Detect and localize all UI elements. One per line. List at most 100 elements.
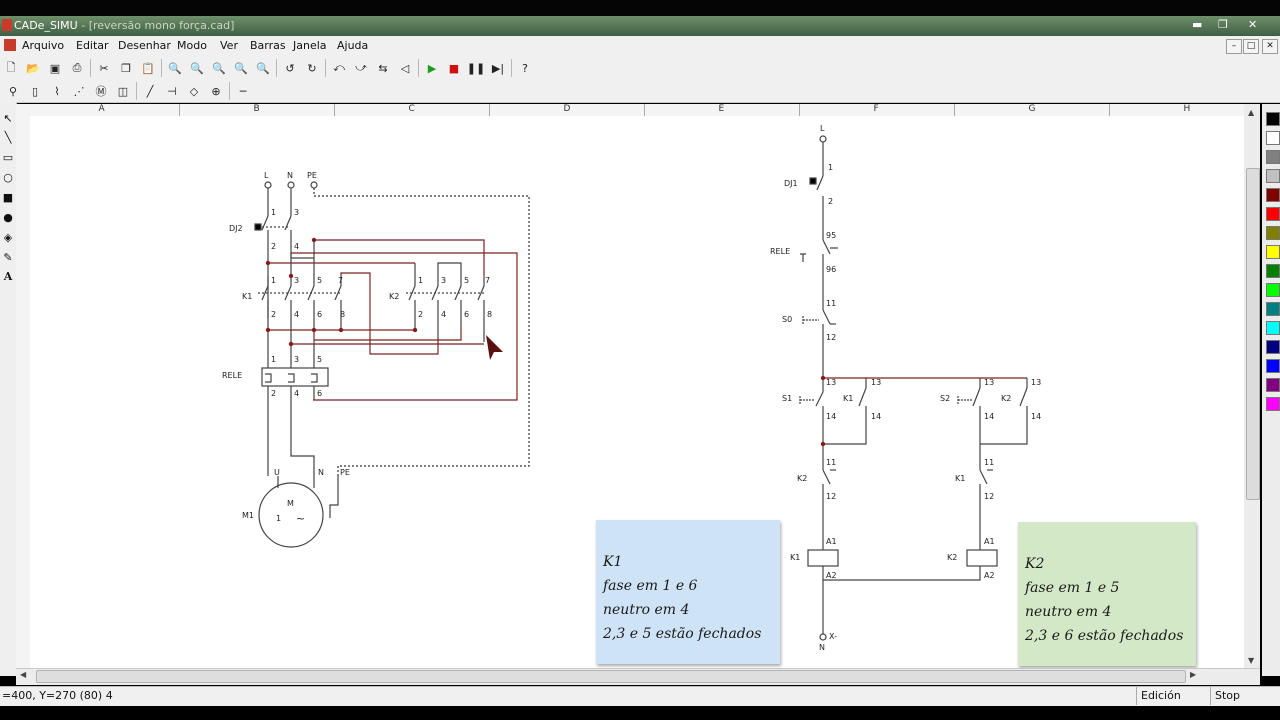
help-icon[interactable]: ? — [522, 61, 528, 75]
motor-icon[interactable]: Ⓜ — [95, 85, 107, 98]
wire-icon[interactable]: ─ — [239, 84, 247, 98]
label-rele-ctrl: RELE — [770, 247, 790, 256]
color-swatch[interactable] — [1266, 283, 1280, 297]
zoom-prev-icon[interactable]: 🔍 — [256, 61, 270, 75]
contact-icon[interactable]: ╱ — [146, 84, 154, 98]
cut-icon[interactable]: ✂ — [99, 61, 109, 75]
color-swatch[interactable] — [1266, 150, 1280, 164]
mirror-h-icon[interactable]: ⇆ — [378, 61, 388, 75]
toolbar-separator — [136, 82, 137, 100]
note-k1[interactable]: K1 fase em 1 e 6 neutro em 4 2,3 e 5 est… — [596, 520, 780, 664]
undo-icon[interactable]: ↺ — [285, 61, 295, 75]
mdi-restore-icon[interactable]: □ — [1243, 39, 1259, 54]
horizontal-scroll-thumb[interactable] — [36, 670, 1186, 683]
menu-ver[interactable]: Ver — [220, 39, 238, 52]
menu-modo[interactable]: Modo — [177, 39, 207, 52]
mdi-close-icon[interactable]: ✕ — [1262, 39, 1278, 54]
zoom-in-icon[interactable]: 🔍 — [168, 61, 182, 75]
scroll-right-icon[interactable]: ▶ — [1190, 670, 1197, 679]
terminal-icon[interactable]: ⊕ — [211, 84, 221, 98]
menu-ajuda[interactable]: Ajuda — [337, 39, 369, 52]
color-swatch[interactable] — [1266, 207, 1280, 221]
term: A1 — [984, 537, 995, 546]
term: 1 — [828, 163, 833, 172]
color-swatch[interactable] — [1266, 169, 1280, 183]
color-swatch[interactable] — [1266, 188, 1280, 202]
label-s2: S2 — [940, 394, 950, 403]
note-k2[interactable]: K2 fase em 1 e 5 neutro em 4 2,3 e 6 est… — [1018, 522, 1196, 666]
print-icon[interactable]: ⎙ — [72, 61, 82, 74]
term: 5 — [317, 355, 322, 364]
mirror-v-icon[interactable]: ◁ — [400, 61, 410, 75]
redo-icon[interactable]: ↻ — [307, 61, 317, 75]
menu-barras[interactable]: Barras — [250, 39, 286, 52]
coil-icon[interactable]: ◫ — [117, 84, 129, 98]
label-dj2: DJ2 — [229, 224, 243, 233]
color-swatch[interactable] — [1266, 226, 1280, 240]
menu-arquivo[interactable]: Arquivo — [22, 39, 65, 52]
mdi-minimize-icon[interactable]: – — [1226, 39, 1242, 54]
rotate-left-icon[interactable]: ⤺ — [333, 61, 345, 74]
menu-desenhar[interactable]: Desenhar — [118, 39, 171, 52]
vertical-scroll-thumb[interactable] — [1246, 168, 1260, 500]
color-swatch[interactable] — [1266, 378, 1280, 392]
ellipse-icon[interactable]: ○ — [3, 171, 13, 184]
open-folder-icon[interactable]: 📂 — [26, 61, 40, 75]
scroll-left-icon[interactable]: ◀ — [20, 670, 27, 679]
color-swatch[interactable] — [1266, 321, 1280, 335]
color-swatch[interactable] — [1266, 245, 1280, 259]
contactor-icon[interactable]: ⋰ — [73, 84, 85, 98]
scroll-up-icon[interactable]: ▲ — [1248, 108, 1255, 117]
color-swatch[interactable] — [1266, 131, 1280, 145]
maximize-icon[interactable]: ❐ — [1218, 18, 1228, 31]
minimize-icon[interactable]: ▬ — [1192, 18, 1203, 31]
text-icon[interactable]: A — [3, 270, 13, 283]
main-toolbar — [0, 56, 1280, 81]
line-icon[interactable]: ╲ — [4, 131, 12, 144]
switch-icon[interactable]: ⌇ — [54, 84, 60, 98]
menu-janela[interactable]: Janela — [293, 39, 327, 52]
color-swatch[interactable] — [1266, 340, 1280, 354]
paste-icon[interactable]: 📋 — [141, 61, 155, 75]
pause-icon[interactable]: ❚❚ — [466, 61, 486, 75]
fuse-icon[interactable]: ▯ — [31, 84, 39, 98]
label-k1: K1 — [242, 292, 252, 301]
step-icon[interactable]: ▶| — [491, 61, 505, 75]
pointer-icon[interactable]: ↖ — [3, 112, 13, 125]
zoom-out-icon[interactable]: 🔍 — [190, 61, 204, 75]
fill-icon[interactable]: ◈ — [3, 231, 13, 244]
rotate-right-icon[interactable]: ⤻ — [355, 61, 367, 74]
new-file-icon[interactable]: 🗋 — [6, 60, 16, 74]
zoom-window-icon[interactable]: 🔍 — [212, 61, 226, 75]
save-icon[interactable]: ▣ — [49, 61, 61, 75]
color-swatch[interactable] — [1266, 264, 1280, 278]
stop-icon[interactable]: ■ — [448, 61, 460, 75]
close-icon[interactable]: ✕ — [1248, 18, 1258, 31]
color-swatch[interactable] — [1266, 302, 1280, 316]
lamp-icon[interactable]: ◇ — [189, 84, 199, 98]
color-swatch[interactable] — [1266, 359, 1280, 373]
color-swatch[interactable] — [1266, 112, 1280, 126]
term: 1 — [271, 208, 276, 217]
ruler-tick — [799, 104, 800, 116]
supply-icon[interactable]: ⚲ — [8, 84, 18, 98]
term: 1 — [418, 276, 423, 285]
color-swatch[interactable] — [1266, 397, 1280, 411]
rectangle-icon[interactable]: ▭ — [2, 151, 14, 164]
term: 6 — [317, 310, 322, 319]
pen-icon[interactable]: ✎ — [3, 251, 13, 264]
filled-rect-icon[interactable]: ■ — [2, 191, 14, 204]
play-icon[interactable]: ▶ — [427, 61, 437, 75]
scroll-down-icon[interactable]: ▼ — [1248, 656, 1255, 665]
label-k1-nc: K1 — [955, 474, 965, 483]
copy-icon[interactable]: ❐ — [121, 61, 131, 75]
term: 2 — [271, 242, 276, 251]
label-coil-k1: K1 — [790, 553, 800, 562]
filled-ellipse-icon[interactable]: ● — [3, 211, 13, 224]
zoom-all-icon[interactable]: 🔍 — [234, 61, 248, 75]
title-bar — [0, 16, 1280, 36]
note-line: K2 — [1025, 556, 1045, 572]
menu-editar[interactable]: Editar — [76, 39, 109, 52]
pushbutton-icon[interactable]: ⊣ — [167, 84, 177, 98]
